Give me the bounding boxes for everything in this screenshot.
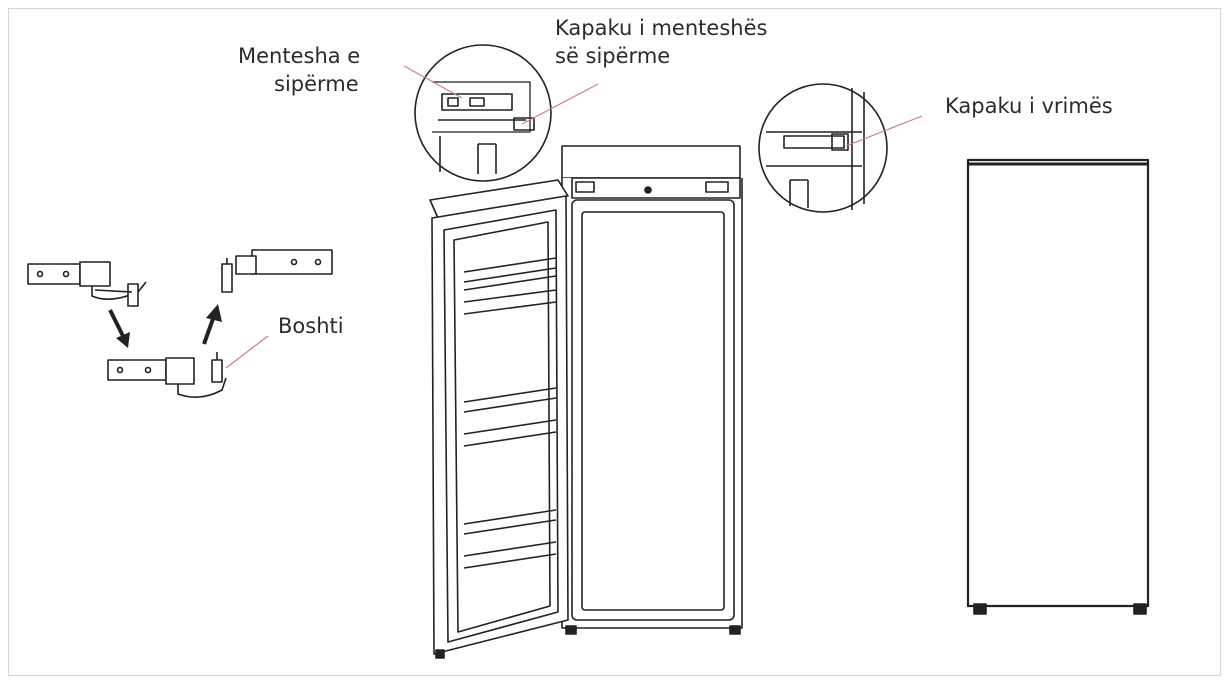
diagram-frame <box>8 8 1221 676</box>
open-freezer-illustration <box>429 145 743 659</box>
hinge-bottom-illustration <box>107 352 227 398</box>
upper-hinge-cover-label-line-1: Kapaku i menteshës <box>555 16 768 40</box>
hole-cover-label: Kapaku i vrimës <box>945 94 1113 118</box>
shaft-leader-line <box>225 335 269 369</box>
hinge-after-illustration <box>221 249 333 293</box>
closed-freezer-illustration <box>966 158 1150 615</box>
upper-hinge-zoom-circle <box>414 44 552 182</box>
upper-hinge-label-line-1: Mentesha e <box>238 44 361 68</box>
upper-hinge-cover-label-line-2: së sipërme <box>555 44 671 68</box>
hole-cover-zoom-circle <box>758 83 888 213</box>
arrow-down-icon <box>108 309 130 348</box>
upper-hinge-cover-label: Kapaku i menteshës së sipërme <box>555 14 767 70</box>
upper-hinge-label-line-2: sipërme <box>274 72 359 96</box>
upper-hinge-leader-line <box>403 65 463 99</box>
upper-hinge-label: Mentesha e sipërme <box>238 42 360 98</box>
hole-cover-leader-line <box>845 115 923 147</box>
upper-hinge-cover-leader-line <box>521 83 599 125</box>
hinge-before-illustration <box>27 261 147 307</box>
arrow-up-icon <box>202 304 222 345</box>
shaft-label: Boshti <box>278 314 344 338</box>
